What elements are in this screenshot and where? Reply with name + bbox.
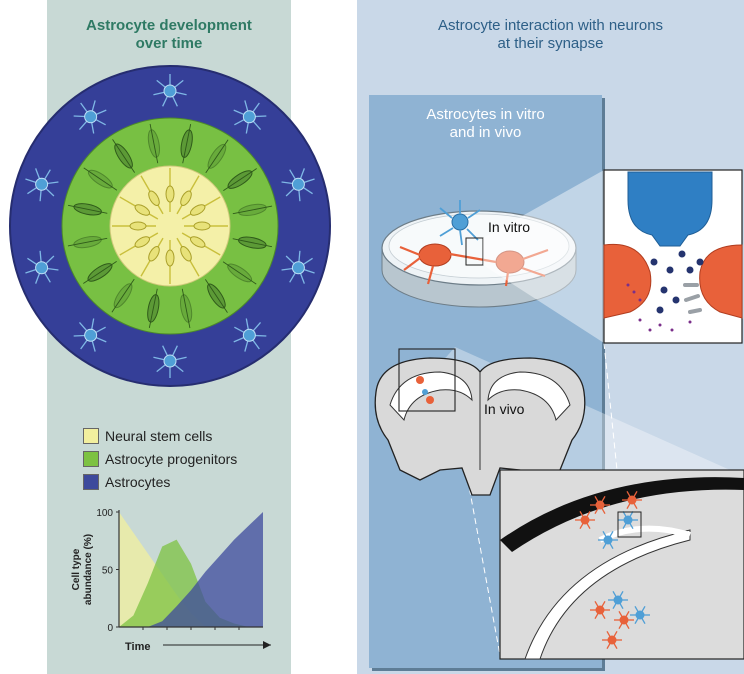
astrocytes-group: [25, 74, 315, 378]
petri-dish: [381, 200, 577, 308]
astrocyte-cell: [291, 261, 305, 275]
hippocampus-zoom-box: [499, 469, 744, 660]
legend-item-astrocytes: Astrocytes: [83, 470, 237, 493]
legend-item-progenitors: Astrocyte progenitors: [83, 447, 237, 470]
stem-cell: [165, 249, 175, 267]
in-vivo-label: In vivo: [484, 401, 525, 417]
stem-cells-swatch: [83, 427, 99, 444]
astrocyte-cell: [163, 84, 177, 98]
astrocyte-cell: [242, 110, 256, 124]
x-axis-label: Time: [125, 641, 150, 653]
stem-cell: [190, 236, 206, 248]
progenitors-swatch: [83, 450, 99, 467]
astrocyte-cell: [35, 177, 49, 191]
legend-item-stem-cells: Neural stem cells: [83, 424, 237, 447]
astrocyte-cell: [291, 177, 305, 191]
zoom-beam-synapse: [483, 170, 604, 343]
stem-cell: [180, 246, 192, 262]
astrocytes-swatch: [83, 473, 99, 490]
astrocyte-cell: [84, 328, 98, 342]
stem-cell: [180, 190, 192, 206]
stem-cell: [134, 204, 150, 216]
y-tick-label: 50: [102, 566, 114, 577]
y-tick-label: 100: [96, 508, 113, 519]
stem-cell: [148, 190, 160, 206]
stem-cell: [148, 246, 160, 262]
legend: Neural stem cells Astrocyte progenitors …: [83, 424, 237, 493]
x-axis-arrow: [263, 641, 271, 649]
astrocyte-progenitors-group: [67, 123, 273, 329]
stem-cell: [193, 221, 211, 231]
series-area-1: [119, 539, 263, 627]
astrocyte-cell: [242, 328, 256, 342]
in-vitro-label: In vitro: [488, 219, 531, 235]
stem-cells-ring: [109, 165, 231, 287]
brain-section: [374, 348, 586, 496]
astrocyte-cell: [84, 110, 98, 124]
neural-stem-cells-group: [112, 168, 228, 284]
stem-cell: [129, 221, 147, 231]
stem-cell: [165, 185, 175, 203]
stem-cell: [190, 204, 206, 216]
astrocyte-cell: [35, 261, 49, 275]
series-area-2: [119, 512, 263, 627]
stem-cell: [134, 236, 150, 248]
y-axis-label: Cell typeabundance (%): [71, 534, 94, 605]
development-rings: [9, 65, 331, 387]
astrocyte-cell: [163, 354, 177, 368]
synapse-zoom-box: [603, 169, 743, 344]
y-tick-label: 0: [107, 623, 113, 634]
